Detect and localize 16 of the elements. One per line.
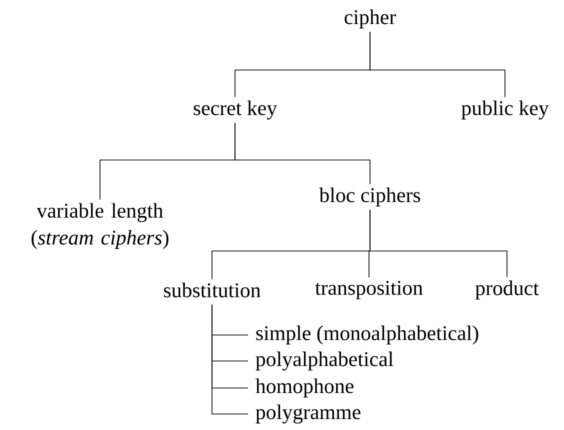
tree-label: homophone <box>256 378 354 398</box>
tree-label: secret key <box>194 100 278 120</box>
tree-line <box>370 209 508 278</box>
tree-label: substitution <box>164 282 261 298</box>
tree-label: cipher <box>344 10 396 28</box>
tree-label: variable length (stream ciphers) <box>32 203 168 249</box>
tree-label: public key <box>461 100 549 120</box>
tree-label: product <box>475 280 539 300</box>
tree-label: transposition <box>315 280 423 300</box>
tree-line <box>234 122 370 185</box>
tree-label: simple (monoalphabetical) <box>256 326 478 344</box>
tree-label: polyalphabetical <box>256 352 394 371</box>
tree-label: bloc ciphers <box>319 188 420 206</box>
tree-line <box>212 304 248 414</box>
tree-line <box>370 32 506 98</box>
tree-label: polygramme <box>256 404 360 424</box>
